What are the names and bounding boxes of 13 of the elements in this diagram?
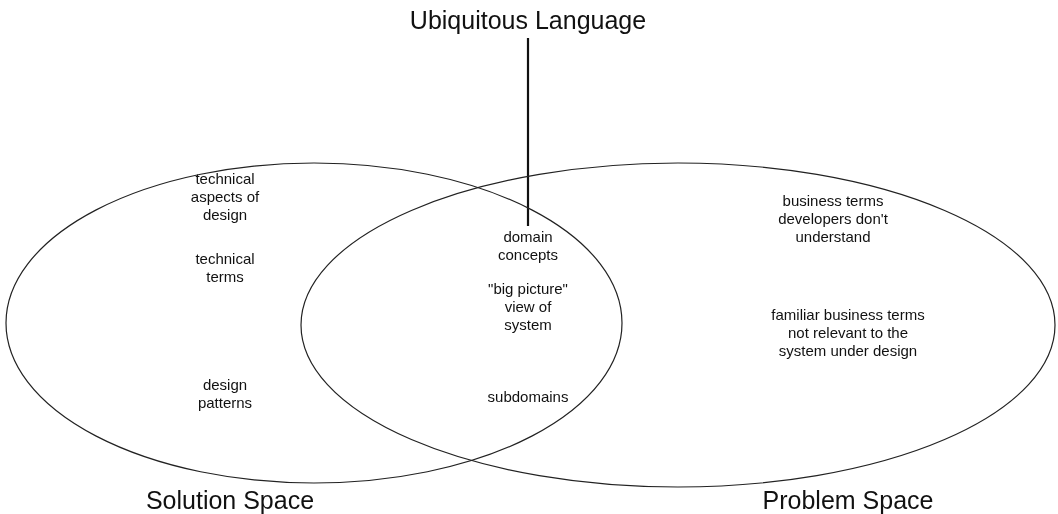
space-heading: Problem Space — [761, 486, 935, 514]
term-text: familiar business terms not relevant to the system under design — [770, 306, 926, 360]
term-text: "big picture" view of system — [487, 280, 569, 334]
term-text: technical aspects of design — [189, 170, 261, 224]
diagram-heading: Ubiquitous Language — [368, 6, 688, 34]
space-ellipse — [5, 162, 623, 514]
concept-text: domain concepts — [478, 228, 578, 264]
term-text: design patterns — [196, 376, 254, 412]
term-text: business terms developers don't understand — [777, 192, 889, 246]
term-text: technical terms — [194, 250, 256, 286]
leader-line — [526, 38, 530, 226]
space-heading: Solution Space — [144, 486, 316, 514]
term-text: subdomains — [486, 388, 570, 406]
